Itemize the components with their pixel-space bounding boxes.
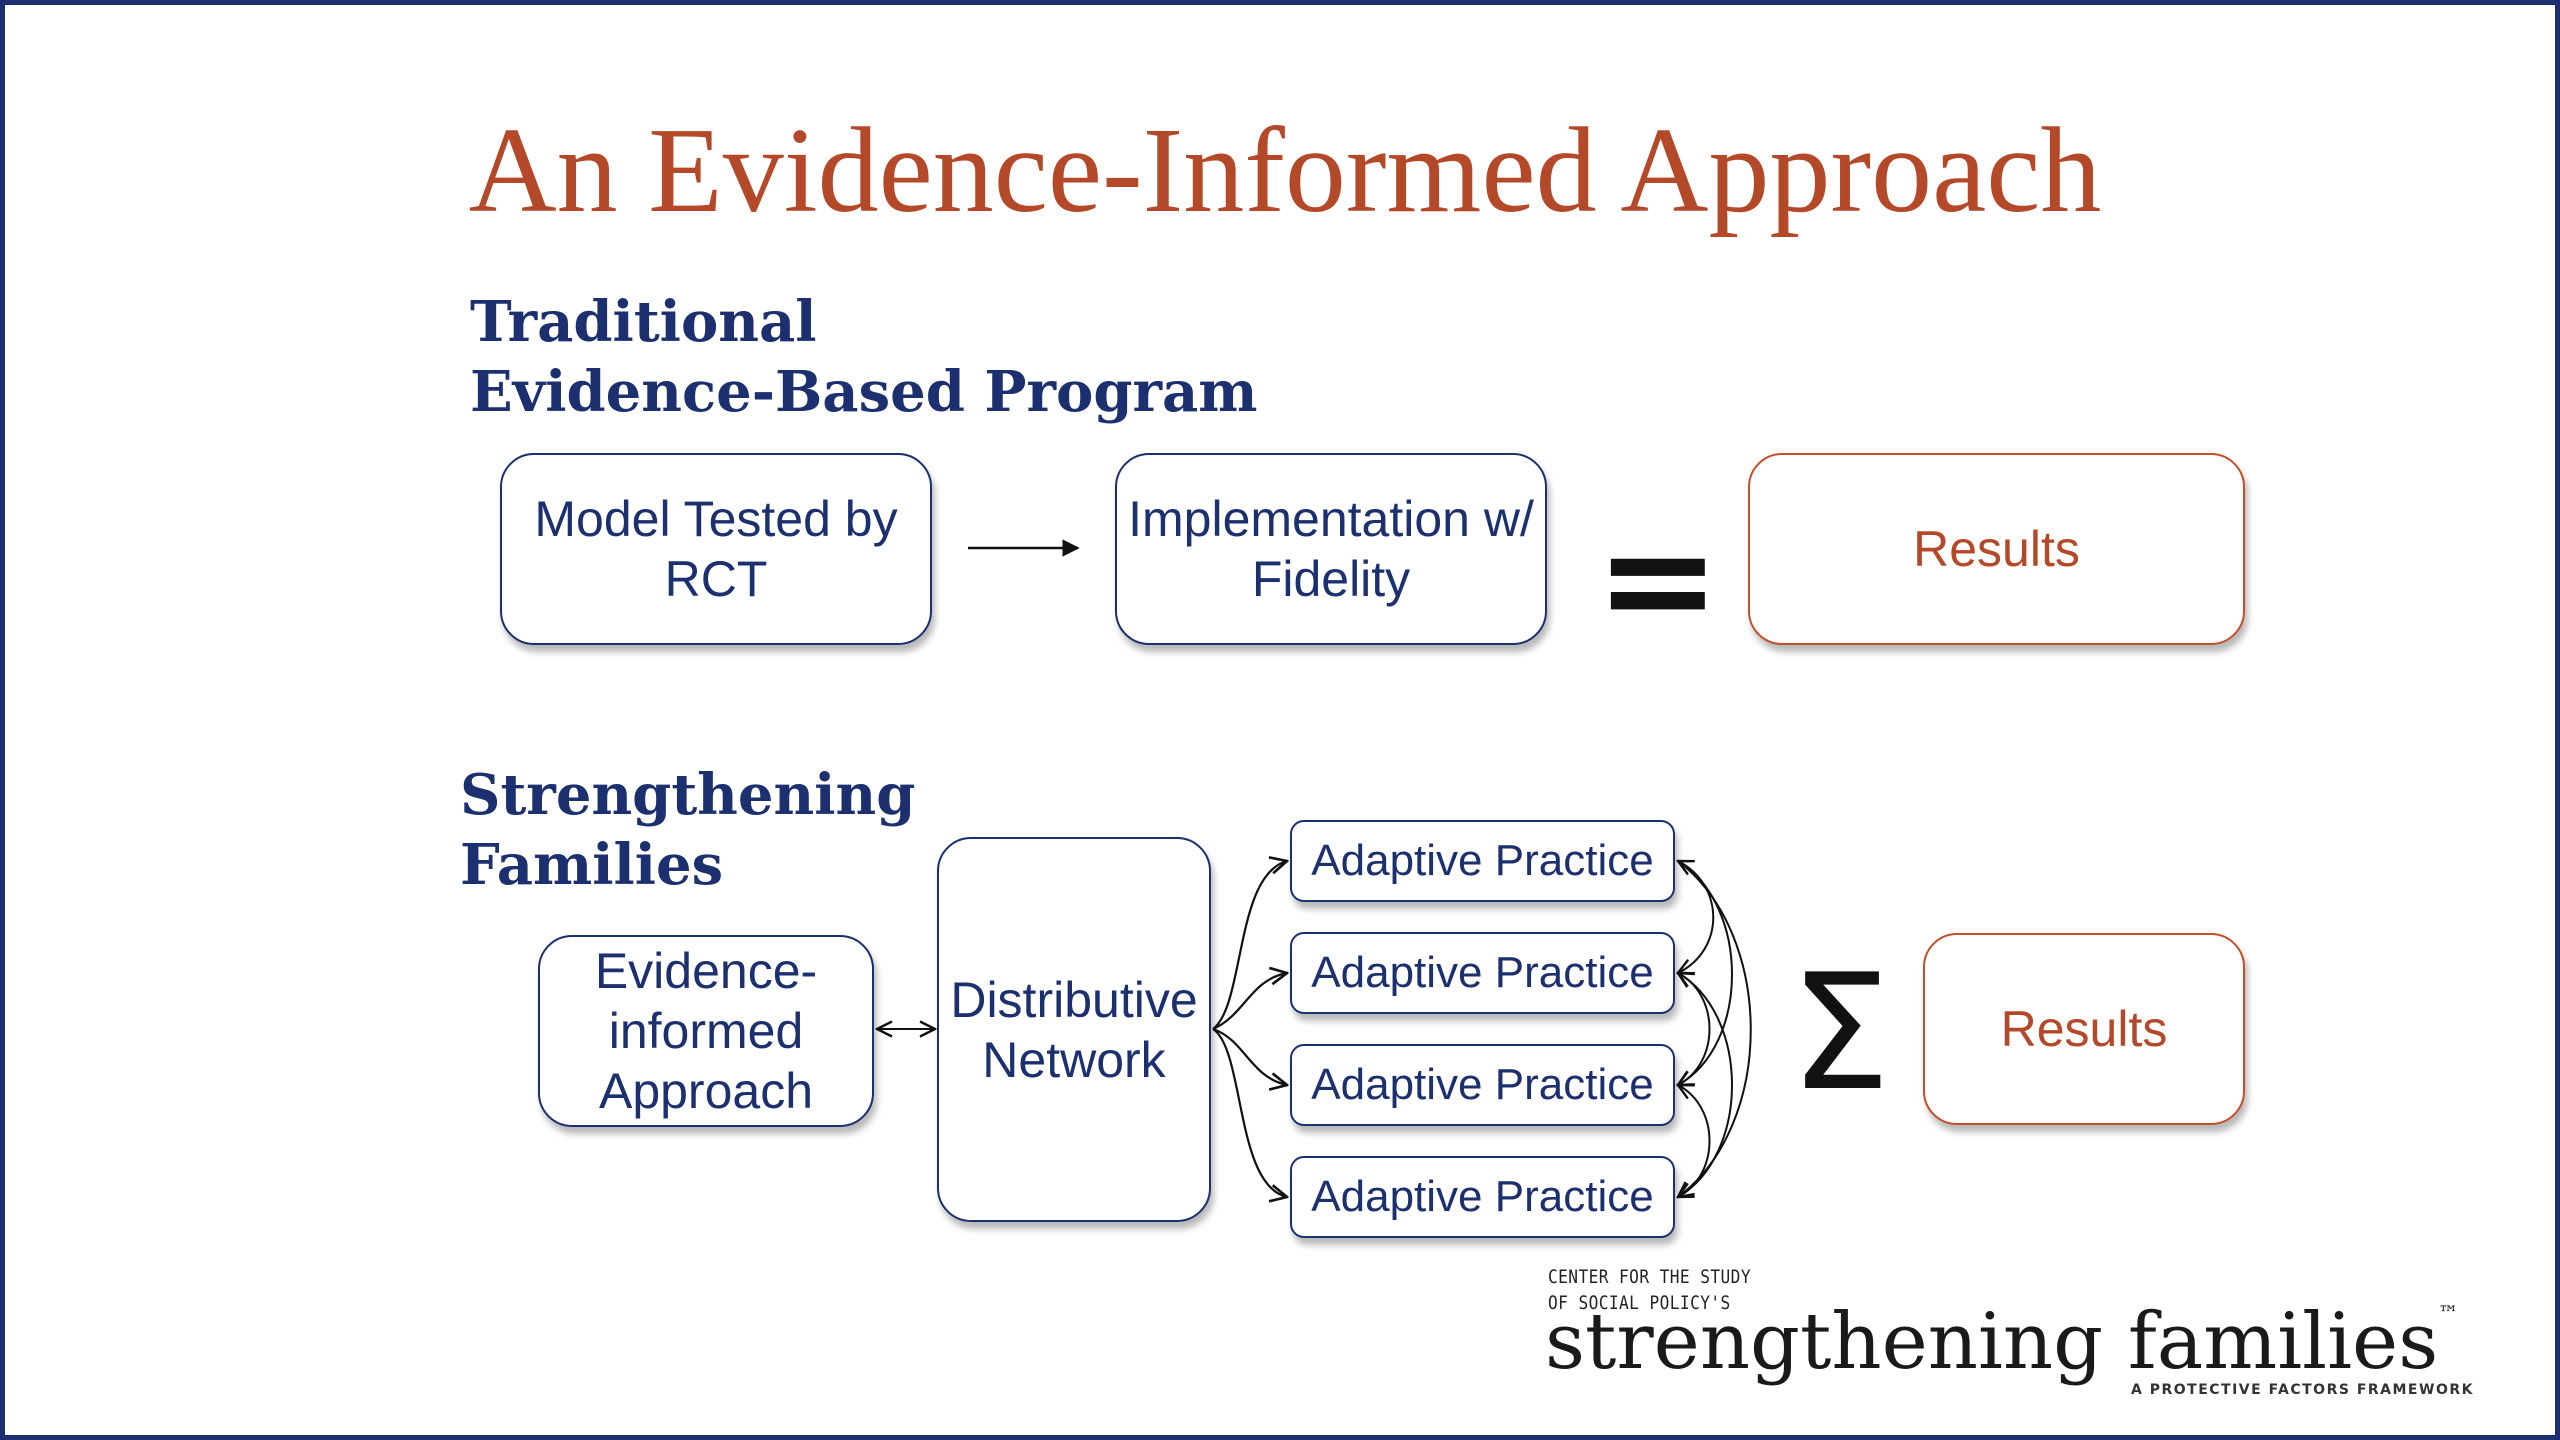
network-to-practice-arrow [1212,1027,1287,1085]
strengthening-results-label: Results [2000,1001,2168,1057]
network-to-practice-arrow [1212,1028,1287,1197]
model-tested-line2: RCT [664,551,768,607]
practice-link-arrow [1678,860,1752,1197]
logo-line2: OF SOCIAL POLICY'S [1548,1292,1731,1314]
logo-name: strengthening families [1545,1297,2439,1387]
traditional-results-label: Results [1913,521,2080,577]
evidence-informed-line3: Approach [598,1063,814,1119]
traditional-heading-line1: Traditional [470,289,817,355]
adaptive-practice-box: Adaptive Practice [1290,1044,1675,1126]
network-to-practice-arrow [1212,973,1287,1031]
model-tested-line1: Model Tested by [534,491,898,547]
practice-link-arrow [1678,1085,1711,1197]
connector-arrows [5,539,1752,1440]
slide-title: An Evidence-Informed Approach [468,103,2102,238]
sigma-symbol: Σ [1789,939,1891,1126]
distributive-network-box: Distributive Network [937,837,1211,1222]
adaptive-practice-box: Adaptive Practice [1290,932,1675,1014]
traditional-heading-line2: Evidence-Based Program [470,359,1258,425]
logo-wordmark: strengthening families™ [1545,1303,2458,1381]
practice-link-arrow [1678,973,1733,1198]
strengthening-heading-line2: Families [460,832,724,898]
equals-symbol: = [1595,493,1721,667]
distributive-network-line1: Distributive [950,971,1198,1028]
traditional-results-box: Results [1748,453,2245,645]
evidence-informed-line2: informed [608,1003,804,1059]
evidence-informed-box: Evidence- informed Approach [538,935,874,1127]
logo-trademark: ™ [2438,1301,2459,1325]
model-tested-box: Model Tested by RCT [500,453,932,645]
network-to-practice-arrow [1212,861,1287,1030]
strengthening-heading: Strengthening Families [460,760,915,900]
strengthening-results-box: Results [1923,933,2245,1125]
adaptive-practice-label: Adaptive Practice [1311,836,1654,885]
traditional-heading: Traditional Evidence-Based Program [470,287,1258,427]
implementation-line2: Fidelity [1251,551,1411,607]
logo-tagline: A PROTECTIVE FACTORS FRAMEWORK [2131,1382,2474,1398]
adaptive-practice-label: Adaptive Practice [1311,948,1654,997]
distributive-network-line2: Network [982,1031,1166,1088]
adaptive-practice-label: Adaptive Practice [1311,1172,1654,1221]
logo-line1: CENTER FOR THE STUDY [1548,1266,1751,1288]
evidence-informed-line1: Evidence- [594,943,818,999]
strengthening-heading-line1: Strengthening [460,762,916,828]
implementation-line1: Implementation w/ [1128,491,1534,547]
practice-link-arrow [1678,973,1711,1085]
implementation-box: Implementation w/ Fidelity [1115,453,1547,645]
adaptive-practice-box: Adaptive Practice [1290,1156,1675,1238]
adaptive-practice-box: Adaptive Practice [1290,820,1675,902]
adaptive-practice-label: Adaptive Practice [1311,1060,1654,1109]
